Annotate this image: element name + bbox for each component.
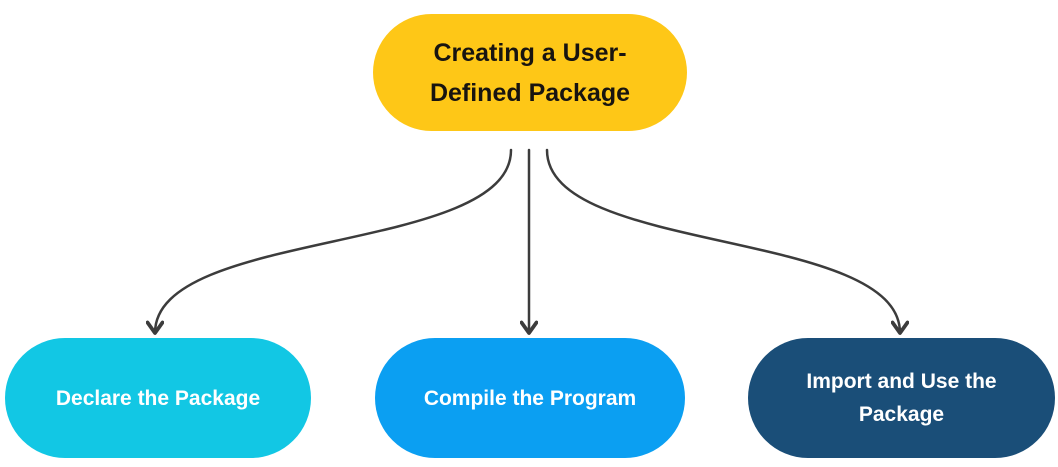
edge-to-import-use-package (545, 148, 900, 333)
node-declare-the-package: Declare the Package (5, 338, 311, 458)
child-node-label: Compile the Program (423, 386, 637, 410)
node-import-and-use-the-package: Import and Use the Package (748, 338, 1055, 458)
edge-to-declare-package (155, 148, 513, 333)
node-compile-the-program: Compile the Program (375, 338, 685, 458)
node-creating-user-defined-package: Creating a User-Defined Package (373, 14, 687, 131)
child-node-label: Declare the Package (55, 386, 261, 410)
child-node-label: Import and Use the Package (806, 370, 997, 426)
root-node-label: Creating a User-Defined Package (429, 38, 631, 107)
